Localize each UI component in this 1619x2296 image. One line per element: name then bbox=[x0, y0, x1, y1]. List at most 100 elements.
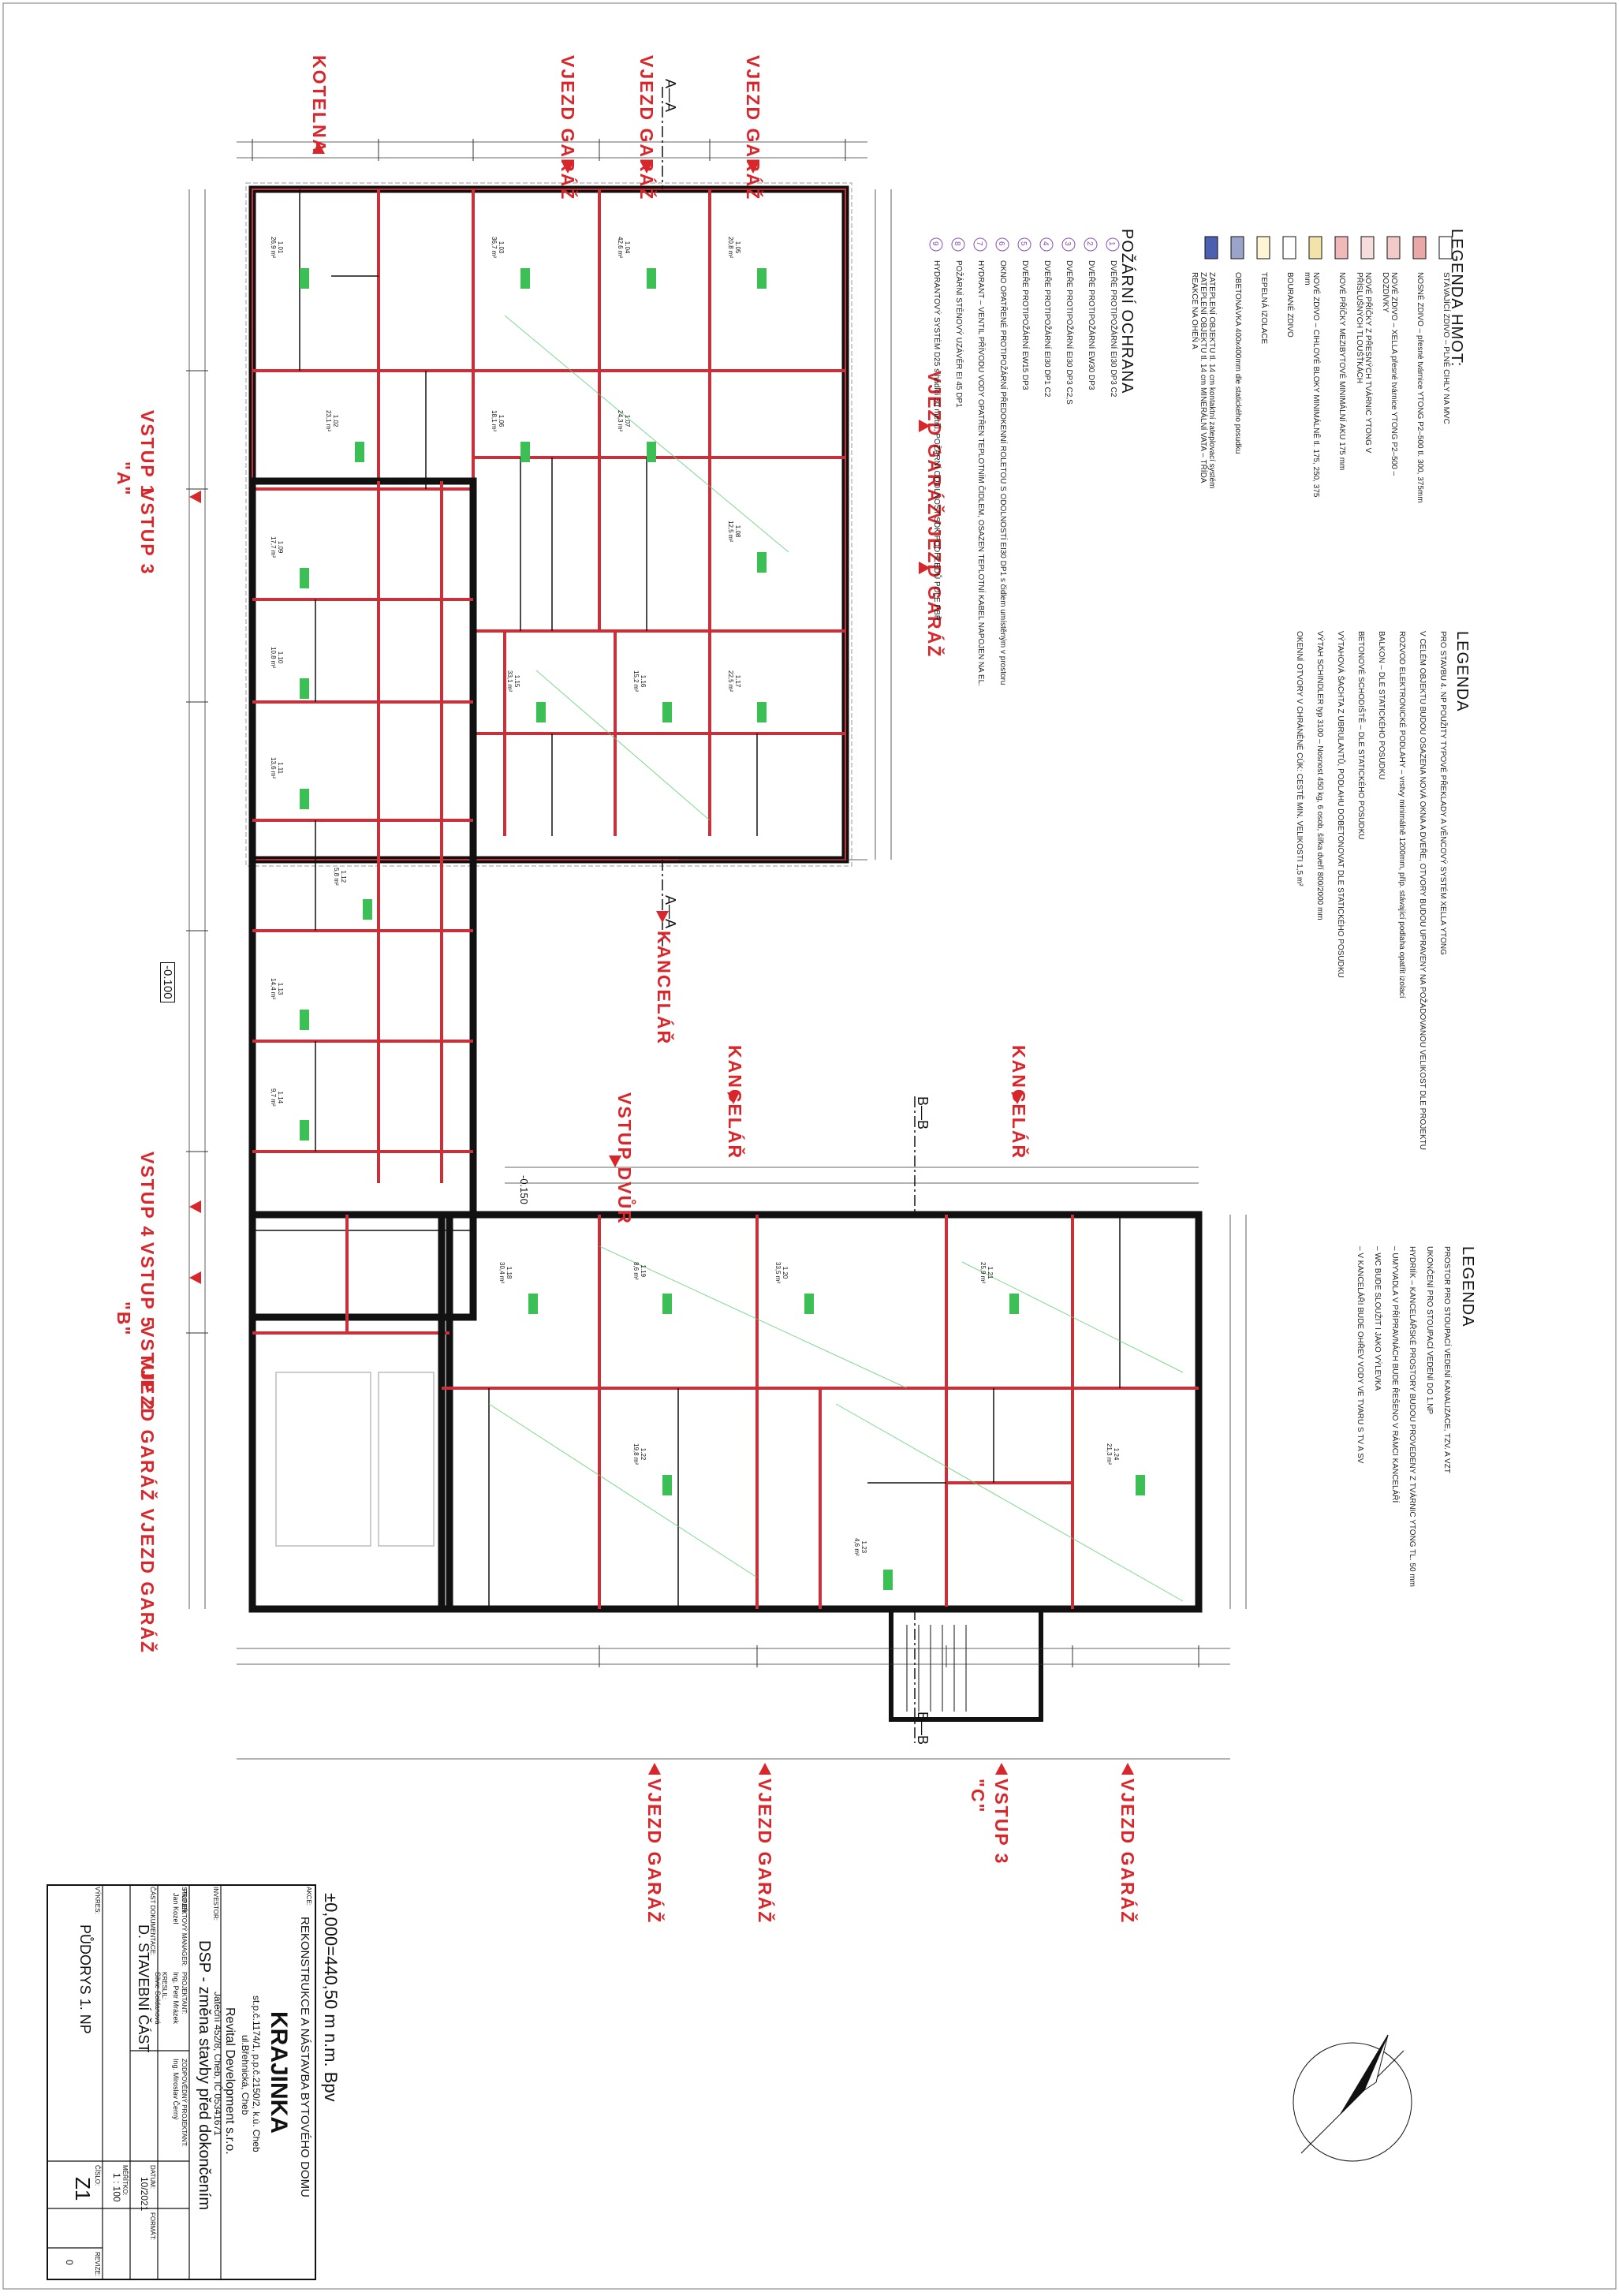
section-label-a-mid: A—A bbox=[662, 895, 678, 929]
room-id: 1.09 bbox=[277, 540, 284, 554]
tb-project-name: KRAJINKA bbox=[266, 2011, 292, 2134]
label-vstup-4: VSTUP 4 bbox=[137, 1152, 158, 1238]
legend-po-mark: 5 bbox=[1019, 241, 1028, 246]
tb-stage: DSP - změna stavby před dokončením bbox=[196, 1940, 213, 2211]
legenda-item: BETONOVÉ SCHODIŠTĚ – DLE STATICKÉHO POSU… bbox=[1356, 631, 1365, 840]
room-id: 1.14 bbox=[277, 1091, 284, 1104]
tb-number: Z1 bbox=[71, 2177, 95, 2201]
room-area: 9,7 m² bbox=[270, 1088, 277, 1107]
label-vstup-dvur: VSTUP DVŮR bbox=[614, 1092, 635, 1225]
room-tag bbox=[300, 1010, 309, 1030]
block-c-partitions bbox=[442, 1215, 1199, 1609]
left-wing-outer-wall bbox=[248, 477, 477, 1321]
legend-hmot-swatch bbox=[1386, 236, 1401, 259]
room-tag bbox=[662, 1475, 672, 1495]
legenda-title: LEGENDA bbox=[1453, 631, 1471, 712]
legend-po-item: DVEŘE PROTIPOŽÁRNÍ EI30 DP1 C2 bbox=[1043, 260, 1051, 398]
block-a bbox=[245, 182, 852, 867]
tb-date-label: DATUM: bbox=[149, 2165, 156, 2190]
fire-mark bbox=[973, 237, 987, 252]
arrow-garaz-b3 bbox=[1121, 1763, 1134, 1775]
legend-po-item: HYDRANT – VENTIL PŘÍVODU VODY OPATŘEN TE… bbox=[976, 260, 985, 686]
room-tag bbox=[804, 1294, 814, 1314]
room-area: 42,6 m² bbox=[617, 237, 624, 259]
label-vstup-b: "B" bbox=[114, 1301, 134, 1337]
legenda-item: VÝTAH SCHINDLER typ 3100 – Nosnost 450 k… bbox=[1315, 631, 1324, 920]
room-tag bbox=[536, 702, 546, 722]
label-vjezd-garaz-b2: VJEZD GARÁŽ bbox=[755, 1779, 775, 1925]
legenda2-item: UKONČENÍ PRO STOUPACÍ VEDENÍ DO 1.NP bbox=[1425, 1246, 1434, 1415]
room-id: 1.20 bbox=[782, 1266, 789, 1279]
room-tag bbox=[300, 789, 309, 809]
arrow-vjezd-3 bbox=[747, 162, 759, 174]
legenda2-item: PROSTOR PRO STOUPACÍ VEDENÍ KANALIZACE, … bbox=[1442, 1246, 1451, 1473]
label-vjezd-garaz-b1: VJEZD GARÁŽ bbox=[644, 1779, 665, 1925]
legenda2-item: – UMYVADLA V PŘÍPRAVNÁCH BUDE ŘEŠENO V R… bbox=[1390, 1246, 1399, 1503]
north-arrow bbox=[1293, 2034, 1412, 2162]
legend-hmot-item: NOVÉ ZDIVO – CIHLOVÉ BLOKY MINIMÁLNĚ tl.… bbox=[1303, 272, 1320, 498]
room-id: 1.23 bbox=[860, 1540, 867, 1554]
legend-hmot-item: NOVÉ ZDIVO – XELLA přesné tvárnice YTONG… bbox=[1381, 272, 1398, 476]
tb-investor-address: Jateční 452/8, Cheb, IČ 05341671 bbox=[212, 1992, 223, 2136]
legend-hmot-swatch bbox=[1204, 236, 1218, 259]
room-tag bbox=[647, 268, 656, 289]
legenda-item: VÝTAHOVÁ ŠACHTA Z UBRULANTŮ, PODLAHU DOB… bbox=[1336, 631, 1345, 978]
arrow-kancelar-1 bbox=[656, 911, 669, 923]
legend-hmot-item: NOSNÉ ZDIVO – přesné tvárnice YTONG P2–5… bbox=[1416, 272, 1424, 503]
room-id: 1.08 bbox=[734, 525, 741, 538]
tb-investor-label: INVESTOR: bbox=[212, 1887, 219, 1921]
legend-hmot-swatch bbox=[1308, 236, 1322, 259]
section-label-a-top: A—A bbox=[662, 79, 678, 113]
left-wing-partitions bbox=[252, 481, 473, 1183]
room-tag bbox=[662, 1294, 672, 1314]
legend-hmot-item: TEPELNÁ IZOLACE bbox=[1259, 272, 1268, 345]
legend-hmot-item: BOURANÉ ZDIVO bbox=[1285, 272, 1294, 338]
room-area: 4,6 m² bbox=[853, 1538, 860, 1556]
arrow-vjezd-5 bbox=[919, 562, 931, 574]
arrow-vstup-dvur bbox=[609, 1155, 621, 1167]
room-id: 1.07 bbox=[624, 414, 631, 427]
room-tag bbox=[757, 268, 767, 289]
room-tag bbox=[300, 268, 309, 289]
label-vjezd-garaz-1: VJEZD GARÁŽ bbox=[558, 55, 578, 201]
fire-mark bbox=[1017, 237, 1031, 252]
room-tag bbox=[528, 1294, 538, 1314]
room-tag bbox=[355, 442, 364, 462]
room-id: 1.17 bbox=[734, 674, 741, 688]
fire-mark bbox=[1039, 237, 1054, 252]
legend-hmot-swatch bbox=[1282, 236, 1296, 259]
room-area: 21,3 m² bbox=[1106, 1443, 1113, 1465]
arrow-kancelar-2 bbox=[727, 1092, 740, 1104]
legenda-item: OKENNÍ OTVORY V CHRÁNĚNÉ CÚK: CESTĚ MIN.… bbox=[1295, 631, 1304, 887]
arrow-vjezd-2 bbox=[640, 162, 653, 174]
legenda-item: ROZVOD ELEKTRONICKÉ PODLAHY – vrstvy min… bbox=[1397, 631, 1406, 999]
room-id: 1.11 bbox=[277, 762, 284, 775]
legenda2-item: – WC BUDE SLOUŽIT I JAKO VÝLEVKA bbox=[1373, 1246, 1382, 1391]
tb-part: D. STAVEBNÍ ČÁST bbox=[136, 1925, 151, 2053]
legend-po-mark: 8 bbox=[953, 241, 961, 246]
room-id: 1.15 bbox=[513, 674, 520, 688]
legenda-item: V CELÉM OBJEKTU BUDOU OSAZENA NOVÁ OKNA … bbox=[1418, 631, 1427, 1150]
room-tag bbox=[757, 552, 767, 573]
room-id: 1.22 bbox=[640, 1447, 647, 1461]
room-area: 20,8 m² bbox=[727, 237, 734, 259]
block-a-outer-wall bbox=[248, 185, 849, 864]
fire-mark bbox=[1084, 237, 1098, 252]
legenda2-item: – V KANCELÁŘI BUDE OHŘEV VODY VE TVARU S… bbox=[1356, 1246, 1364, 1464]
room-id: 1.02 bbox=[332, 414, 339, 427]
room-area: 30,4 m² bbox=[498, 1262, 505, 1284]
arrow-vstup-4 bbox=[189, 1200, 201, 1213]
tb-akce-label: AKCE: bbox=[305, 1887, 312, 1906]
